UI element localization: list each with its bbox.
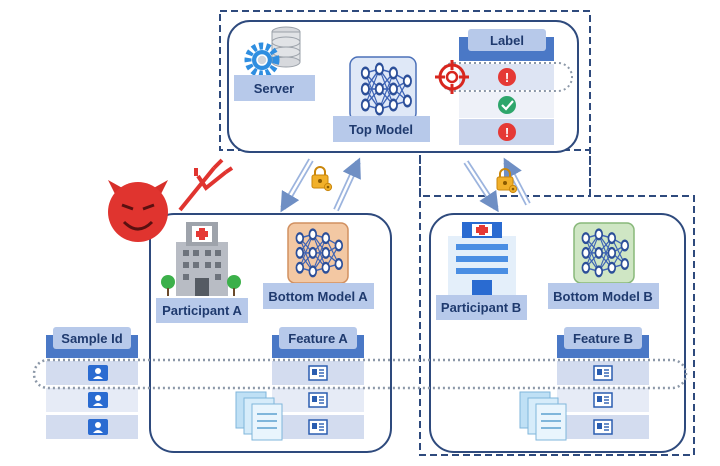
bottom-model-a-label-bar — [263, 283, 374, 309]
top-model-label-bar — [333, 116, 430, 142]
document-icon — [519, 391, 567, 441]
hospital-icon — [161, 222, 241, 296]
id-card-icon — [593, 365, 613, 381]
feature-b-header-text: Feature B — [573, 331, 633, 346]
id-card-icon — [593, 419, 613, 435]
server-label: Server — [254, 81, 294, 96]
feature-a-header-text: Feature A — [288, 331, 348, 346]
devil-face-icon — [108, 180, 168, 242]
participant-b-label: Participant B — [441, 300, 521, 315]
server-side-dashed-boundary — [219, 10, 591, 197]
warning-icon: ! — [498, 68, 516, 86]
id-card-icon — [593, 392, 613, 408]
lock-icon — [311, 166, 333, 192]
embedding-arrow-b-to-server — [503, 157, 531, 206]
participant-b-dashed-boundary — [419, 149, 695, 456]
sample-id-header-text: Sample Id — [61, 331, 122, 346]
server-label-bar — [234, 75, 315, 101]
id-card-icon — [308, 392, 328, 408]
embedding-arrow-a-to-server — [333, 157, 361, 212]
bottom-model-b-label: Bottom Model B — [553, 289, 653, 304]
trident-icon — [178, 158, 234, 212]
gradient-arrow-server-to-b — [463, 160, 499, 213]
label-table-header-text: Label — [490, 33, 524, 48]
check-icon — [498, 96, 516, 114]
svg-text:!: ! — [505, 70, 509, 85]
participant-a-label: Participant A — [162, 303, 242, 318]
server-gear-icon — [244, 26, 301, 78]
sample-id-header-tab — [53, 327, 131, 349]
person-card-icon — [88, 365, 108, 381]
person-card-icon — [88, 392, 108, 408]
person-card-icon — [88, 419, 108, 435]
participant-b-label-bar — [436, 295, 527, 320]
bottom-model-b-label-bar — [548, 283, 659, 309]
target-crosshair-icon — [435, 60, 469, 94]
label-table-header-tab — [468, 29, 546, 51]
participant-a-label-bar — [156, 298, 248, 323]
feature-b-header-tab — [564, 327, 642, 349]
document-icon — [235, 391, 283, 441]
id-card-icon — [308, 419, 328, 435]
gradient-arrow-server-to-a — [280, 158, 314, 213]
aligned-sample-highlight — [32, 358, 688, 390]
bottom-model-a-label: Bottom Model A — [268, 289, 368, 304]
top-model-label: Top Model — [349, 122, 413, 137]
svg-text:!: ! — [505, 125, 509, 140]
hospital-icon — [448, 222, 516, 298]
warning-icon: ! — [498, 123, 516, 141]
feature-a-header-tab — [279, 327, 357, 349]
attacked-label-highlight — [439, 62, 573, 92]
id-card-icon — [308, 365, 328, 381]
